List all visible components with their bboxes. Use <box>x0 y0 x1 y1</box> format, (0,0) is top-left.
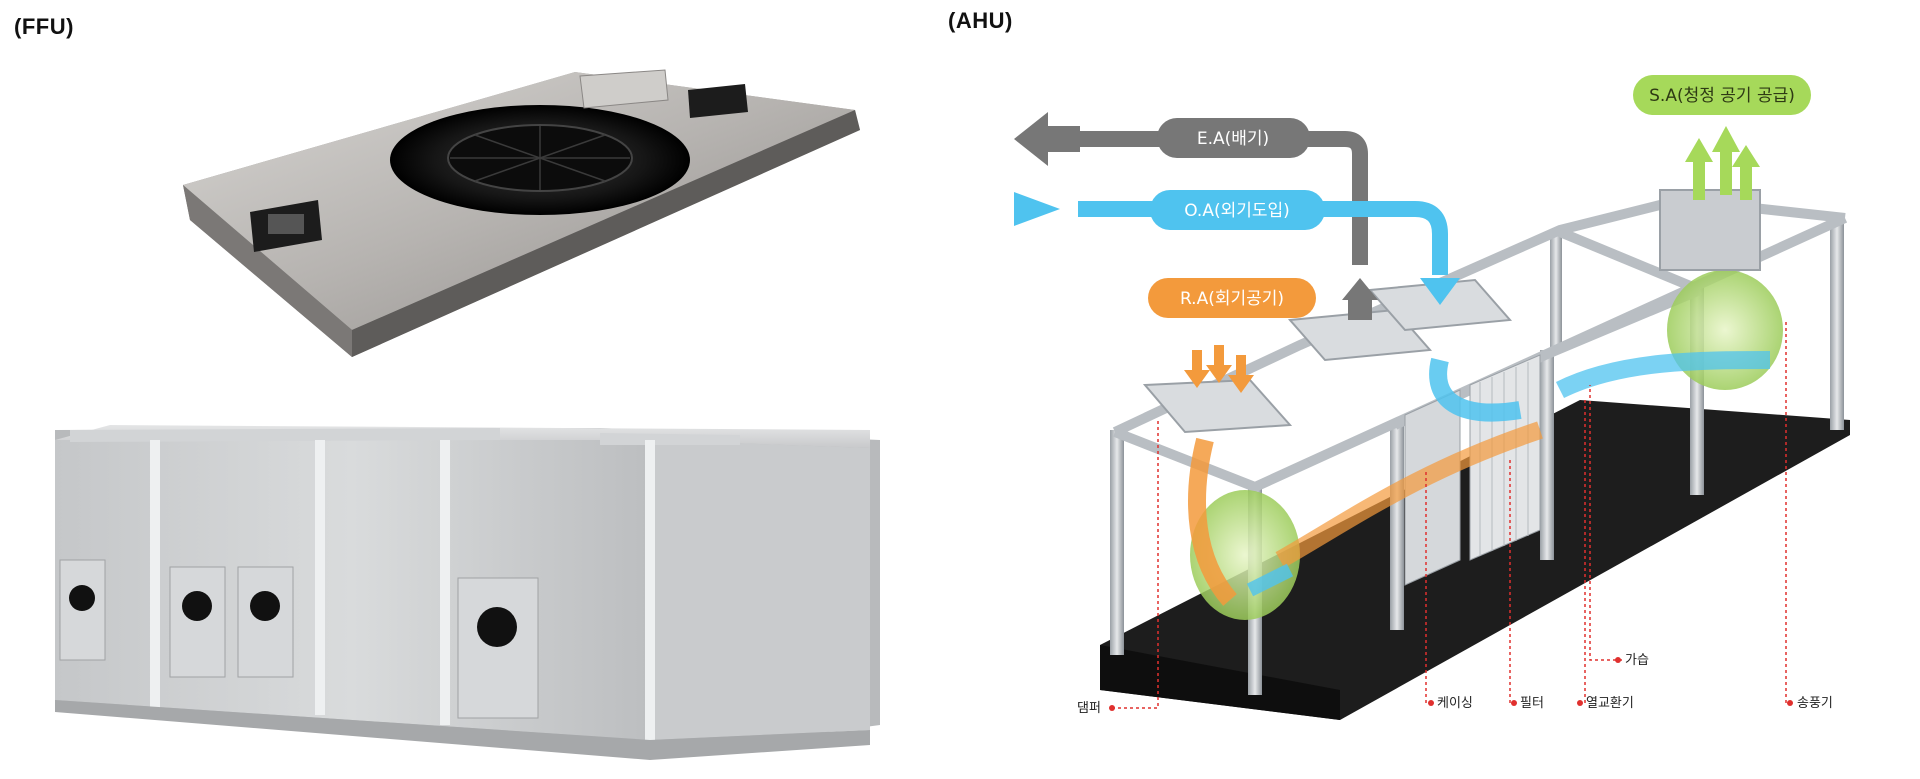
ahu-oa-internal-flow <box>1429 357 1522 422</box>
ea-pill <box>1157 118 1310 158</box>
ahu-base-front <box>1100 645 1340 720</box>
cabinet-access-doors <box>59 559 539 719</box>
ahu-cabinet-unit <box>55 425 880 760</box>
ahu-supply-fan <box>1667 270 1783 390</box>
ra-flow: R.A(회기공기) <box>1148 278 1316 393</box>
cabinet-top-duct-2 <box>600 433 740 445</box>
oa-flow: O.A(외기도입) <box>1014 190 1460 305</box>
ahu-mixed-flow <box>1275 421 1543 568</box>
oa-label: O.A(외기도입) <box>1184 201 1290 221</box>
part-leader-dots <box>1109 657 1793 711</box>
ea-up-arrow <box>1342 278 1378 300</box>
ffu-front-edge <box>183 185 352 357</box>
cabinet-frame-posts <box>150 440 655 740</box>
ahu-base-plate <box>1100 400 1850 720</box>
ffu-handle-left-grip <box>268 214 304 234</box>
ra-down-arrows <box>1184 345 1254 393</box>
oa-pill <box>1150 190 1325 230</box>
ahu-diagram <box>1100 189 1850 720</box>
ahu-ra-duct <box>1142 378 1293 434</box>
ffu-fan-blades <box>450 126 630 190</box>
part-damper: 댐퍼 <box>1077 701 1101 716</box>
part-filter: 필터 <box>1520 696 1544 711</box>
sa-flow: S.A(청정 공기 공급) <box>1633 75 1811 200</box>
ea-flow: E.A(배기) <box>1014 112 1378 320</box>
ffu-junction-box <box>579 69 669 109</box>
ffu-unit <box>183 69 860 357</box>
oa-arrow-head <box>1014 192 1060 226</box>
oa-down-arrow <box>1420 278 1460 305</box>
ea-arrow-head <box>1014 112 1048 166</box>
part-heat-exchanger: 열교환기 <box>1586 696 1634 711</box>
ffu-label: (FFU) <box>14 14 74 39</box>
ra-label: R.A(회기공기) <box>1180 289 1284 309</box>
ahu-label: (AHU) <box>948 8 1013 33</box>
part-humidifier: 가습 <box>1625 653 1649 668</box>
part-leaders <box>1112 320 1787 709</box>
ahu-conditioned-flow <box>1555 351 1771 399</box>
cabinet-base <box>55 700 870 760</box>
ffu-handle-right <box>688 84 748 118</box>
ffu-right-edge <box>352 110 860 357</box>
cabinet-front <box>55 440 650 740</box>
sa-up-arrows <box>1685 126 1760 200</box>
cabinet-right-side <box>650 440 870 740</box>
ea-label: E.A(배기) <box>1197 129 1269 149</box>
sa-pill <box>1633 75 1811 115</box>
part-casing: 케이싱 <box>1437 696 1473 711</box>
sa-label: S.A(청정 공기 공급) <box>1649 86 1795 106</box>
ahu-ra-internal-flow <box>1188 437 1237 606</box>
ra-pill <box>1148 278 1316 318</box>
ahu-sa-duct <box>1659 189 1761 271</box>
part-blower: 송풍기 <box>1797 696 1833 711</box>
cabinet-top-duct <box>70 428 500 442</box>
